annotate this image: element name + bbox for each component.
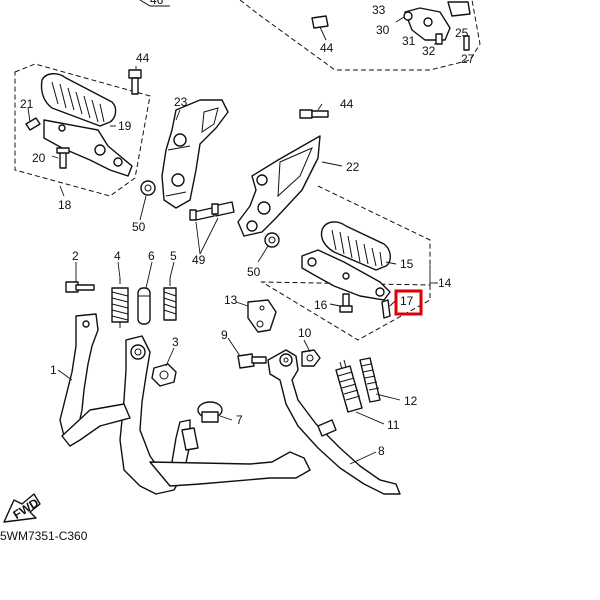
callout-50-left: 50 (132, 220, 146, 234)
figure-code: 5WM7351-C360 (0, 529, 88, 543)
bolt-44-left (128, 69, 142, 95)
callout-15: 15 (400, 257, 414, 271)
bolts-49 (189, 201, 235, 221)
leader-lines (27, 66, 401, 465)
washer-50-right (264, 232, 280, 248)
footrest-bracket-22 (237, 135, 321, 237)
callout-18: 18 (58, 198, 72, 212)
main-stand-1 (59, 313, 311, 495)
callout-21: 21 (20, 97, 34, 111)
callout-2: 2 (72, 249, 79, 263)
springs-11-12 (335, 357, 381, 413)
callout-46: 46 (150, 0, 164, 7)
side-stand-8 (267, 349, 401, 495)
callout-4: 4 (114, 249, 121, 263)
callout-10: 10 (298, 326, 312, 340)
callout-7: 7 (236, 413, 243, 427)
callout-6: 6 (148, 249, 155, 263)
highlight-box-callout-17 (394, 289, 423, 316)
right-footrest-assembly (260, 185, 438, 341)
nut-3 (151, 363, 177, 387)
callout-44-top: 44 (320, 41, 334, 55)
callout-14: 14 (438, 276, 452, 290)
left-footrest-assembly (14, 63, 151, 197)
bolt-9 (237, 353, 267, 369)
callout-5: 5 (170, 249, 177, 263)
callout-13: 13 (224, 293, 238, 307)
nut-10 (301, 349, 321, 367)
callout-11: 11 (387, 418, 400, 432)
spring-4 (111, 278, 129, 328)
callout-20: 20 (32, 151, 46, 165)
callout-3: 3 (172, 335, 179, 349)
callout-22: 22 (346, 160, 360, 174)
fwd-arrow: FWD (3, 493, 41, 523)
callout-32: 32 (422, 44, 436, 58)
callout-9: 9 (221, 328, 228, 342)
callout-12: 12 (404, 394, 418, 408)
callout-25: 25 (455, 26, 469, 40)
bushing-7 (197, 401, 223, 423)
callout-31: 31 (402, 34, 416, 48)
footrest-bracket-23 (161, 99, 229, 209)
plate-13 (247, 299, 277, 333)
bolt-2 (65, 281, 95, 293)
callout-50-right: 50 (247, 265, 261, 279)
callout-30: 30 (376, 23, 390, 37)
callout-19: 19 (118, 119, 132, 133)
callout-27: 27 (461, 52, 475, 66)
callout-1: 1 (50, 363, 57, 377)
spring-5 (163, 278, 177, 321)
callout-16: 16 (314, 298, 328, 312)
upper-assembly-fragment (139, 0, 481, 71)
washer-50-left (140, 180, 156, 196)
pin-6 (137, 287, 151, 325)
callout-33: 33 (372, 3, 386, 17)
bolt-44-right (299, 109, 329, 119)
callout-8: 8 (378, 444, 385, 458)
callout-44-right: 44 (340, 97, 354, 111)
callout-17: 17 (400, 294, 414, 308)
callout-44-left: 44 (136, 51, 150, 65)
callout-23: 23 (174, 95, 188, 109)
callout-49: 49 (192, 253, 206, 267)
callout-labels: 46 33 30 31 32 25 27 44 44 44 21 19 20 1… (20, 0, 475, 458)
